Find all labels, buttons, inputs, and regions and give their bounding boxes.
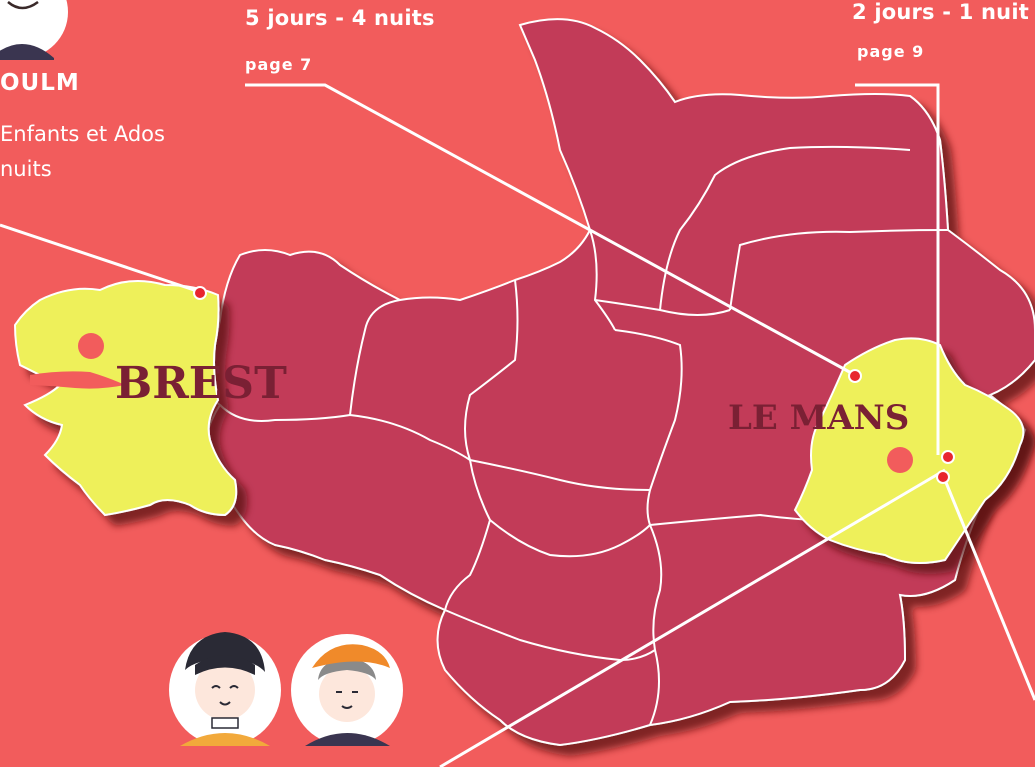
department-borders <box>219 145 949 726</box>
marker-le-mans-north <box>848 369 862 383</box>
accommodation-title: OULM <box>0 70 80 96</box>
page-ref-right[interactable]: page 9 <box>857 42 925 61</box>
accommodation-line-2: nuits <box>0 157 52 181</box>
city-dot-le-mans <box>887 447 913 473</box>
accommodation-line-1: Enfants et Ados <box>0 122 165 146</box>
highlight-brest <box>13 280 238 517</box>
city-label-le-mans: LE MANS <box>728 398 910 438</box>
city-label-brest: BREST <box>115 358 287 409</box>
location-markers <box>78 286 955 484</box>
region-shape <box>203 18 1035 747</box>
leader-lines <box>0 83 1035 767</box>
duration-right: 2 jours - 1 nuit <box>852 0 1029 24</box>
marker-brest-north <box>193 286 207 300</box>
city-dot-brest <box>78 333 104 359</box>
page-ref-left[interactable]: page 7 <box>245 55 313 74</box>
duration-left: 5 jours - 4 nuits <box>245 6 435 30</box>
marker-le-mans-east-2 <box>936 470 950 484</box>
brest-bay <box>30 371 125 389</box>
avatar-boy <box>291 634 403 746</box>
avatar-girl <box>169 632 281 746</box>
marker-le-mans-east-1 <box>941 450 955 464</box>
avatar-top-left <box>0 0 68 60</box>
highlight-le-mans <box>793 337 1025 565</box>
